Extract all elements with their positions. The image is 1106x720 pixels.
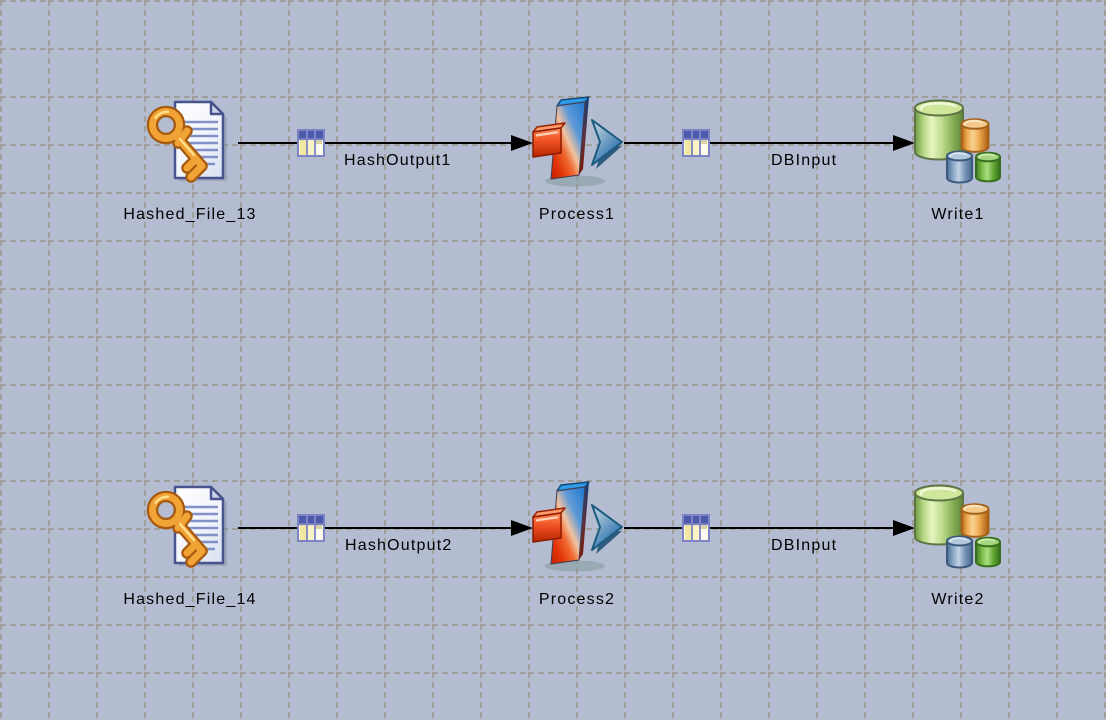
stage-label[interactable]: Hashed_File_13: [123, 206, 257, 223]
stage-label[interactable]: Process1: [538, 206, 616, 223]
link-label[interactable]: DBInput: [771, 152, 838, 169]
stage-label[interactable]: Process2: [538, 591, 616, 608]
link-label[interactable]: HashOutput2: [345, 537, 453, 554]
link-label[interactable]: HashOutput1: [344, 152, 452, 169]
stage-hashed-file-14: Hashed_File_14: [110, 481, 270, 608]
link-columns-icon[interactable]: [682, 129, 710, 157]
link-columns-icon[interactable]: [297, 129, 325, 157]
stage-label[interactable]: Write1: [931, 206, 985, 223]
link-columns-icon[interactable]: [297, 514, 325, 542]
stage-process1: Process1: [497, 96, 657, 223]
stage-write2: Write2: [878, 482, 1038, 608]
transformer-cross-arrow-icon[interactable]: [531, 481, 623, 573]
stage-hashed-file-13: Hashed_File_13: [110, 96, 270, 223]
stage-process2: Process2: [497, 481, 657, 608]
link-line[interactable]: [238, 527, 512, 529]
database-cylinders-icon[interactable]: [913, 97, 1003, 187]
key-document-icon[interactable]: [145, 481, 235, 573]
key-document-icon[interactable]: [145, 96, 235, 188]
database-cylinders-icon[interactable]: [913, 482, 1003, 572]
transformer-cross-arrow-icon[interactable]: [531, 96, 623, 188]
arrow-right-icon: [893, 520, 915, 536]
link-line[interactable]: [238, 142, 512, 144]
stage-label[interactable]: Write2: [931, 591, 985, 608]
arrow-right-icon: [511, 135, 533, 151]
arrow-right-icon: [893, 135, 915, 151]
stage-label[interactable]: Hashed_File_14: [123, 591, 257, 608]
link-line[interactable]: [624, 527, 894, 529]
arrow-right-icon: [511, 520, 533, 536]
stage-write1: Write1: [878, 97, 1038, 223]
link-columns-icon[interactable]: [682, 514, 710, 542]
link-label[interactable]: DBInput: [771, 537, 838, 554]
link-line[interactable]: [624, 142, 894, 144]
